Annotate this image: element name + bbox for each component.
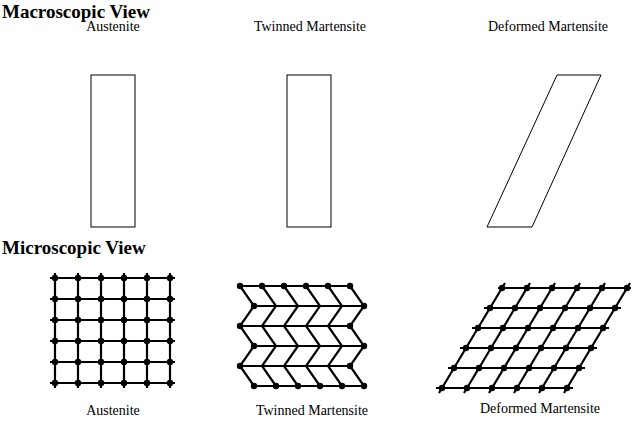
phase-label: Deformed Martensite [488, 19, 608, 35]
view-heading: Microscopic View [2, 237, 146, 259]
phase-label: Twinned Martensite [256, 403, 368, 419]
deformed-lattice [436, 283, 631, 393]
phase-label: Deformed Martensite [480, 401, 600, 417]
austenite-lattice [50, 273, 175, 388]
austenite-block [91, 75, 135, 227]
phase-label: Austenite [86, 403, 140, 419]
phase-label: Twinned Martensite [254, 19, 366, 35]
twinned-lattice [240, 286, 364, 386]
deformed-block [487, 75, 601, 227]
twinned-block [287, 75, 331, 227]
phase-label: Austenite [86, 19, 140, 35]
